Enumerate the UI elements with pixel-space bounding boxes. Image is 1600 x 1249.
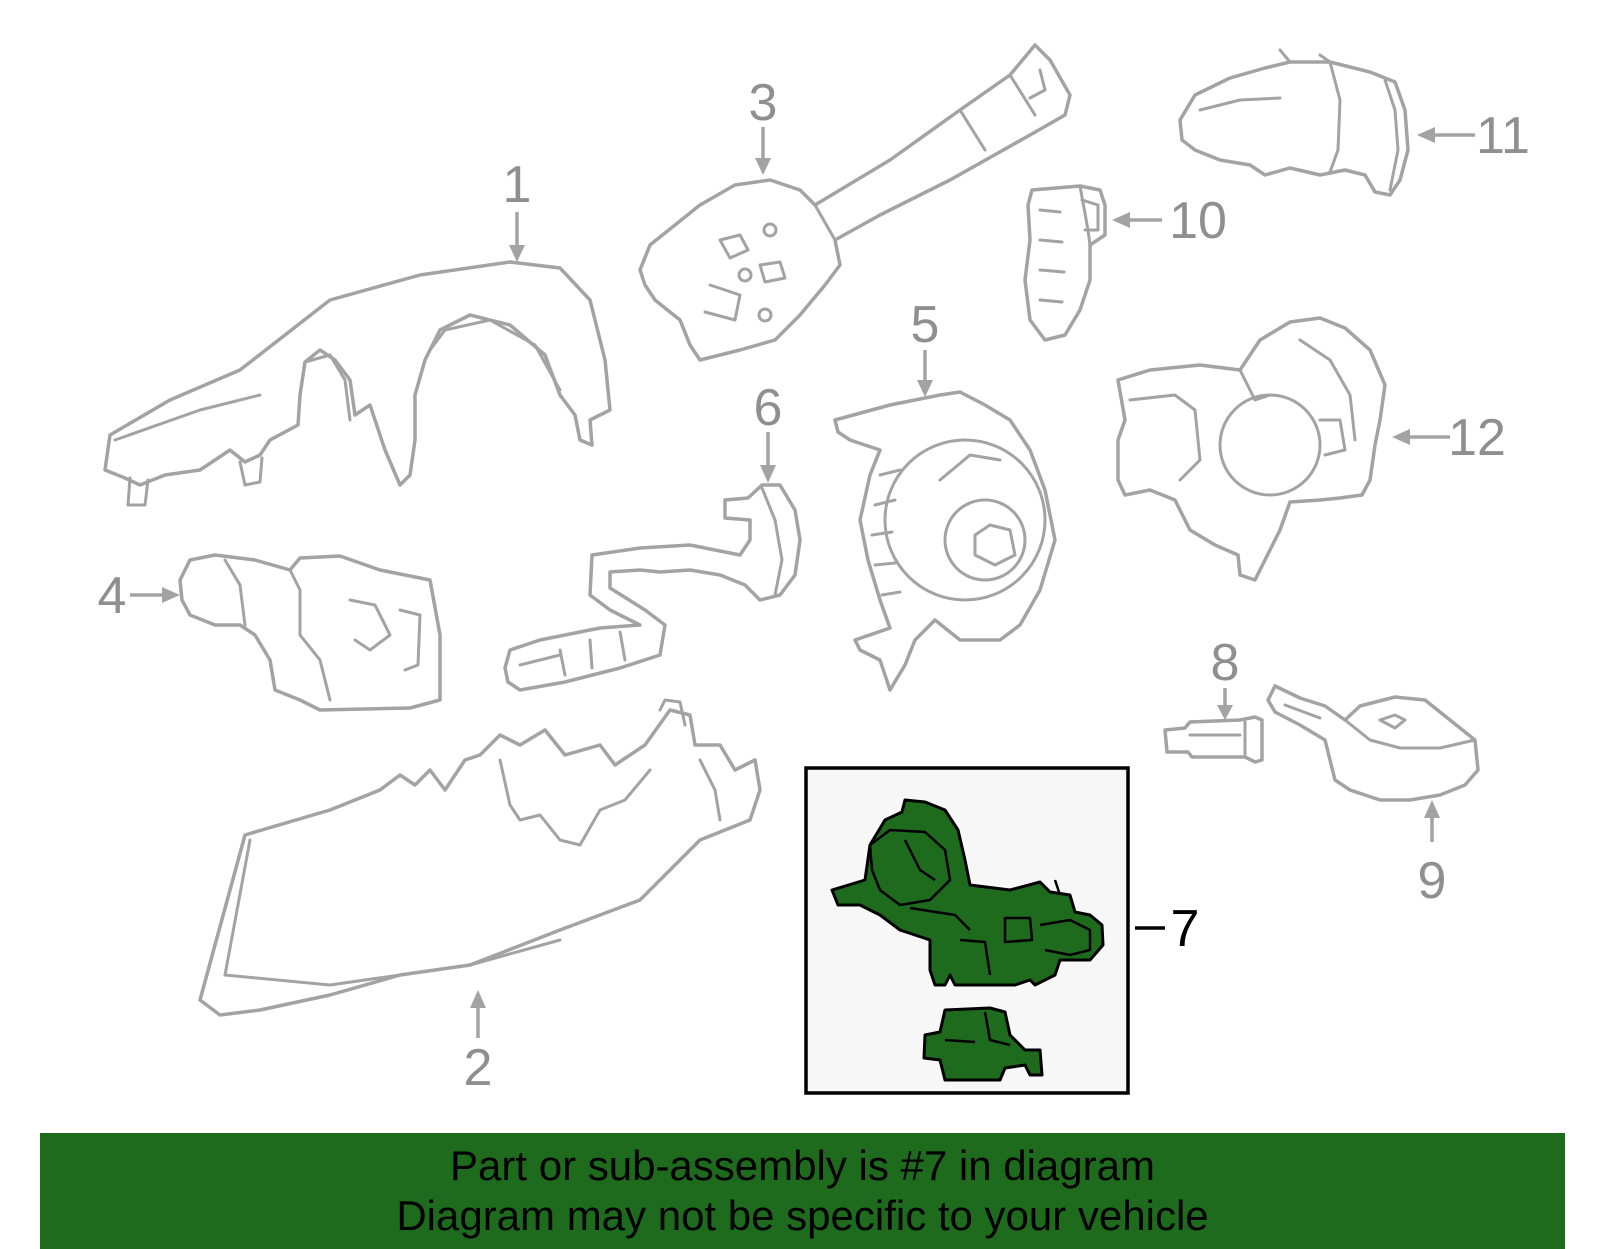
part-7-inset bbox=[804, 766, 1130, 1095]
callout-8: 8 bbox=[1211, 634, 1240, 692]
callout-12: 12 bbox=[1448, 409, 1506, 467]
callout-labels: 1 2 3 4 5 6 7 8 9 10 11 12 bbox=[98, 74, 1530, 1097]
part-4-wiper-switch bbox=[178, 553, 442, 712]
callout-1: 1 bbox=[503, 156, 532, 214]
part-6-switch-assembly bbox=[503, 483, 802, 692]
part-9-key-fob bbox=[1266, 684, 1480, 802]
callout-11: 11 bbox=[1476, 107, 1530, 165]
callout-4: 4 bbox=[98, 567, 127, 625]
part-11-cylinder-housing bbox=[1178, 48, 1410, 197]
callout-3: 3 bbox=[749, 74, 778, 132]
callout-2: 2 bbox=[464, 1039, 493, 1097]
part-12-column-housing bbox=[1116, 316, 1387, 582]
part-2-lower-column-cover bbox=[198, 698, 762, 1017]
callout-9: 9 bbox=[1418, 852, 1447, 910]
part-3-multifunction-switch bbox=[638, 43, 1072, 362]
callout-5: 5 bbox=[911, 296, 940, 354]
footer-line-disclaimer: Diagram may not be specific to your vehi… bbox=[396, 1192, 1209, 1239]
callout-6: 6 bbox=[754, 379, 783, 437]
footer-banner: Part or sub-assembly is #7 in diagram Di… bbox=[40, 1133, 1565, 1249]
part-5-clock-spring bbox=[833, 390, 1057, 692]
callout-7: 7 bbox=[1171, 900, 1200, 958]
part-8-lock-cylinder bbox=[1163, 715, 1264, 764]
footer-line-part-number: Part or sub-assembly is #7 in diagram bbox=[450, 1142, 1155, 1189]
leader-lines bbox=[130, 127, 1475, 1038]
part-1-upper-column-cover bbox=[103, 260, 612, 507]
part-10-connector bbox=[1023, 184, 1107, 342]
callout-10: 10 bbox=[1169, 192, 1227, 250]
